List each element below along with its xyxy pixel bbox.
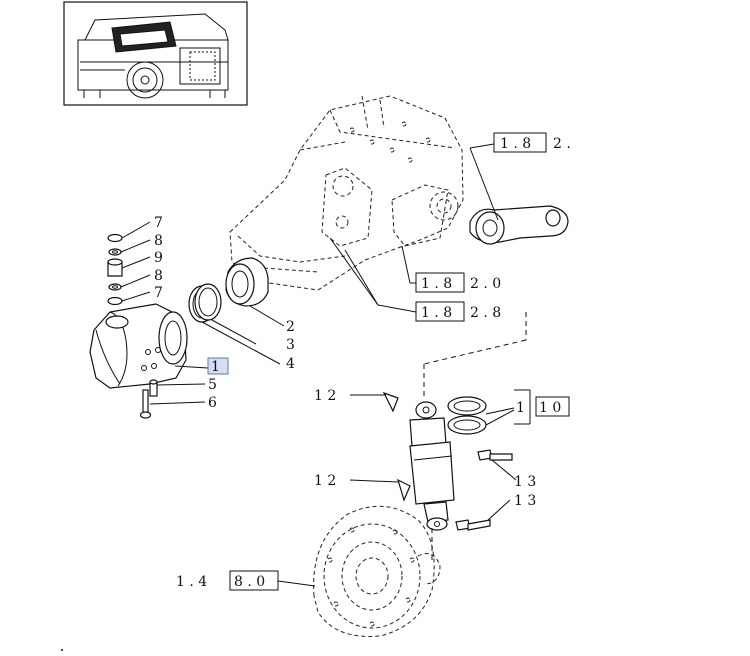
callout-13[interactable]: 1 3 xyxy=(514,474,536,490)
svg-text:8 . 0: 8 . 0 xyxy=(234,574,265,590)
callout-8[interactable]: 8 xyxy=(154,233,163,249)
stray-dot xyxy=(61,649,63,651)
lift-arm xyxy=(469,205,569,245)
hydraulic-cylinder-housing xyxy=(89,303,188,389)
reference-1-480[interactable]: 1 . 4 8 . 0 xyxy=(176,570,279,591)
piston-rings xyxy=(188,283,222,323)
bolt-and-pin xyxy=(139,379,158,419)
cross-references: 1 . 8 2 . 1 . 8 2 . 0 1 . 8 2 . 8 1 . 4 … xyxy=(176,132,571,591)
svg-text:1 . 4: 1 . 4 xyxy=(176,574,207,590)
callout-1[interactable]: 1 xyxy=(211,359,220,375)
callout-labels: 7 8 9 8 7 2 3 4 1 5 6 1 2 1 2 1 1 0 1 3 … xyxy=(154,215,570,509)
o-rings xyxy=(447,396,487,435)
callout-4[interactable]: 4 xyxy=(286,356,295,372)
svg-text:1 . 8: 1 . 8 xyxy=(500,136,531,152)
callout-8[interactable]: 8 xyxy=(154,268,163,284)
callout-13[interactable]: 1 3 xyxy=(514,493,536,509)
leader-lines xyxy=(120,143,531,587)
callout-5[interactable]: 5 xyxy=(208,377,217,393)
reference-1-828[interactable]: 1 . 8 2 . 8 xyxy=(415,301,501,322)
svg-text:2 .: 2 . xyxy=(553,136,571,152)
final-drive-housing xyxy=(313,505,441,637)
callout-11[interactable]: 1 0 xyxy=(539,400,561,416)
callout-1-highlight xyxy=(207,357,229,375)
lift-rod xyxy=(409,401,455,531)
seal-stack xyxy=(107,233,123,306)
callout-11-box xyxy=(535,396,570,417)
callout-6[interactable]: 6 xyxy=(208,395,217,411)
svg-text:2 . 0: 2 . 0 xyxy=(470,276,501,292)
callout-7[interactable]: 7 xyxy=(154,285,163,301)
reference-1-820[interactable]: 1 . 8 2 . 0 xyxy=(415,272,501,293)
bolts xyxy=(455,449,513,531)
callout-3[interactable]: 3 xyxy=(286,337,295,353)
inset-overview-thumbnail[interactable] xyxy=(63,1,248,106)
callout-2[interactable]: 2 xyxy=(286,319,295,335)
callout-12[interactable]: 1 2 xyxy=(314,388,336,404)
svg-text:2 . 8: 2 . 8 xyxy=(470,305,501,321)
svg-text:1 . 8: 1 . 8 xyxy=(421,276,452,292)
callout-7[interactable]: 7 xyxy=(154,215,163,231)
callout-12[interactable]: 1 2 xyxy=(314,473,336,489)
reference-1-82[interactable]: 1 . 8 2 . xyxy=(493,132,571,153)
callout-11-prefix[interactable]: 1 xyxy=(516,400,525,416)
callout-9[interactable]: 9 xyxy=(154,250,163,266)
svg-text:1 . 8: 1 . 8 xyxy=(421,305,452,321)
split-pins xyxy=(382,391,411,502)
rear-housing xyxy=(229,95,464,291)
piston xyxy=(225,257,269,307)
